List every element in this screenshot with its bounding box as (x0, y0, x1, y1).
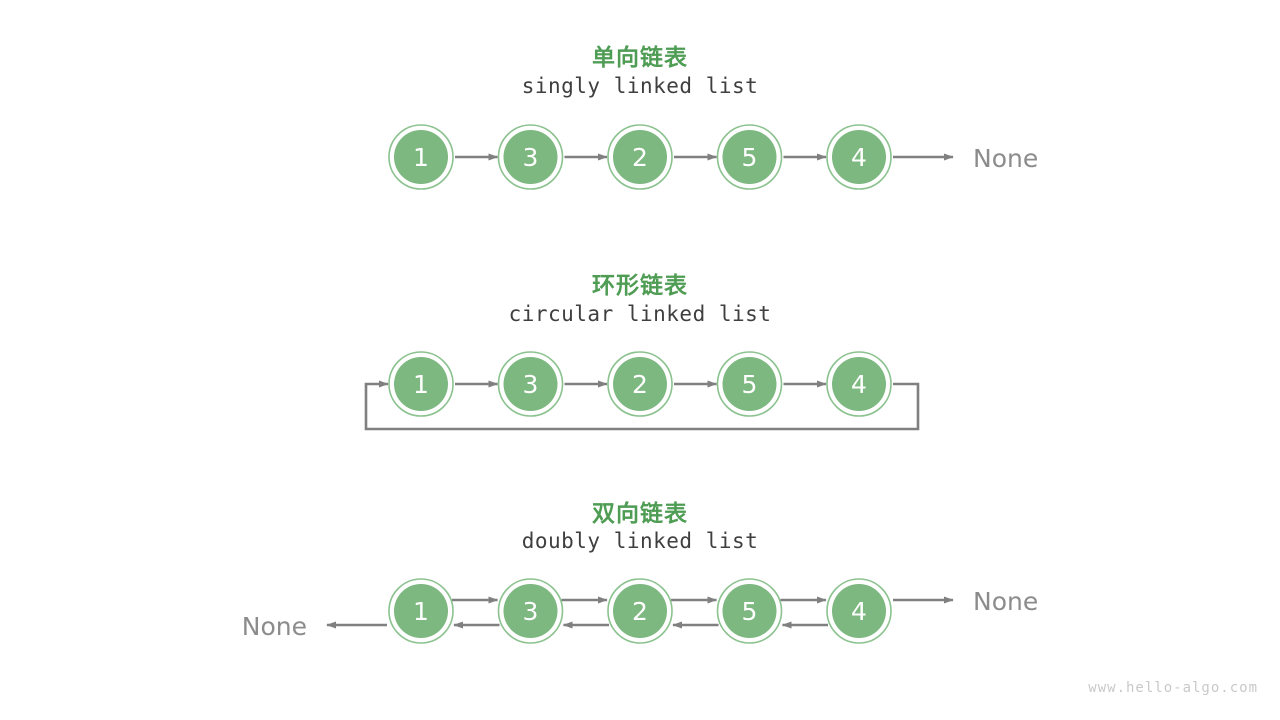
node-outer-ring (497, 578, 564, 644)
list-node: 2 (607, 351, 673, 417)
node-outer-ring (607, 124, 673, 190)
list-node: 5 (716, 351, 783, 417)
node-value: 2 (632, 597, 648, 626)
node-value: 5 (742, 143, 758, 172)
list-node: 1 (388, 351, 454, 417)
node-outer-ring (716, 124, 783, 190)
list-node: 3 (497, 351, 564, 417)
node-outer-ring (388, 124, 454, 190)
node-circle (722, 584, 777, 638)
node-circle (503, 584, 558, 638)
node-outer-ring (497, 351, 564, 417)
node-value: 3 (523, 370, 539, 399)
node-value: 2 (632, 143, 648, 172)
doubly-title-cn: 双向链表 (592, 501, 688, 527)
list-node: 5 (716, 124, 783, 190)
node-circle (613, 357, 667, 411)
node-value: 4 (851, 370, 867, 399)
list-node: 1 (388, 124, 454, 190)
node-value: 2 (632, 370, 648, 399)
singly-linked-list-row: 1 3 2 5 4 None (388, 124, 1038, 190)
list-node: 5 (716, 578, 783, 644)
node-outer-ring (716, 351, 783, 417)
singly-title-en: singly linked list (521, 74, 759, 98)
list-node: 3 (497, 124, 564, 190)
site-watermark: www.hello-algo.com (1088, 680, 1258, 696)
none-label: None (242, 612, 307, 641)
node-value: 3 (523, 143, 539, 172)
singly-title-cn: 单向链表 (592, 45, 688, 71)
list-node: 2 (607, 578, 673, 644)
node-outer-ring (826, 351, 892, 417)
node-circle (394, 357, 448, 411)
node-outer-ring (826, 124, 892, 190)
node-value: 1 (413, 370, 429, 399)
node-circle (832, 357, 886, 411)
list-node: 3 (497, 578, 564, 644)
node-value: 5 (742, 370, 758, 399)
node-value: 5 (742, 597, 758, 626)
node-outer-ring (826, 578, 892, 644)
circular-loop-back-arrow (364, 380, 920, 431)
node-value: 3 (523, 597, 539, 626)
list-node: 4 (826, 124, 892, 190)
node-circle (394, 130, 448, 184)
node-outer-ring (497, 124, 564, 190)
none-label: None (973, 587, 1038, 616)
node-circle (503, 130, 558, 184)
circular-linked-list-row: 1 3 2 5 4 (364, 351, 920, 431)
node-outer-ring (388, 578, 454, 644)
node-circle (722, 357, 777, 411)
node-circle (394, 584, 448, 638)
circular-title-cn: 环形链表 (592, 273, 688, 299)
circular-title-en: circular linked list (508, 302, 772, 326)
node-circle (613, 130, 667, 184)
node-outer-ring (607, 351, 673, 417)
list-node: 2 (607, 124, 673, 190)
list-node: 1 (388, 578, 454, 644)
list-node: 4 (826, 578, 892, 644)
node-value: 1 (413, 143, 429, 172)
node-outer-ring (388, 351, 454, 417)
node-value: 4 (851, 597, 867, 626)
node-outer-ring (716, 578, 783, 644)
node-value: 4 (851, 143, 867, 172)
node-circle (503, 357, 558, 411)
node-outer-ring (607, 578, 673, 644)
doubly-title-en: doubly linked list (521, 529, 759, 553)
none-label: None (973, 144, 1038, 173)
node-circle (613, 584, 667, 638)
list-node: 4 (826, 351, 892, 417)
node-circle (832, 584, 886, 638)
node-circle (722, 130, 777, 184)
node-circle (832, 130, 886, 184)
node-value: 1 (413, 597, 429, 626)
